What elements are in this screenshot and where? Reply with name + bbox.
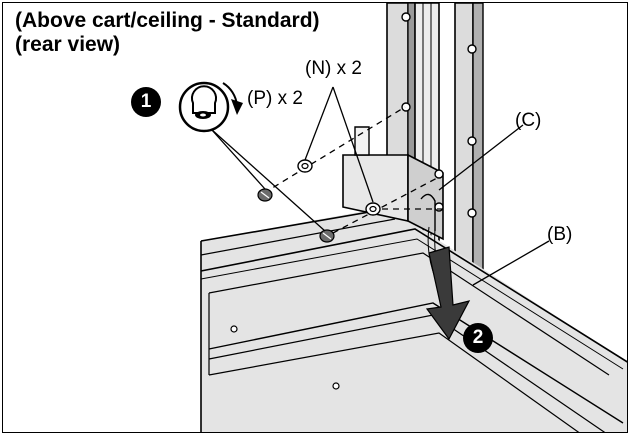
alignment-lines [263,106,443,234]
screws-p [257,188,335,243]
vertical-rail-right [454,3,484,345]
assembly-illustration [178,3,627,432]
diagram-frame: (Above cart/ceiling - Standard) (rear vi… [2,2,628,433]
washers-n [297,159,381,216]
step-two-badge: 2 [463,323,493,353]
diagram-title: (Above cart/ceiling - Standard) (rear vi… [15,9,320,57]
label-screws-p: (P) x 2 [247,88,303,109]
down-arrow-icon [425,246,471,341]
leader-lines [210,86,550,286]
label-washers-n: (N) x 2 [305,58,362,79]
label-bracket-c: (C) [515,110,542,131]
clamp-rotate-icon [178,81,243,133]
title-line-1: (Above cart/ceiling - Standard) [15,9,320,32]
bracket-c [342,126,444,288]
horizontal-rail [200,207,627,432]
label-rail-b: (B) [547,224,573,245]
title-line-2: (rear view) [15,33,121,56]
step-one-badge: 1 [131,87,161,117]
